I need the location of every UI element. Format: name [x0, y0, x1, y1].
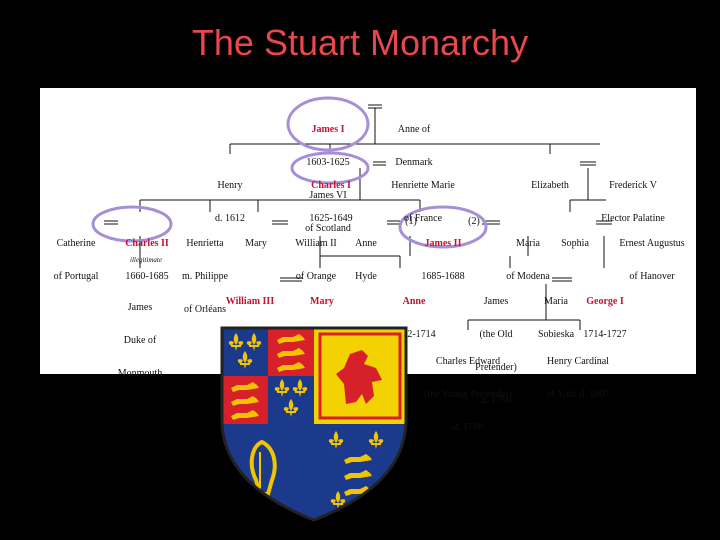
slide-title: The Stuart Monarchy — [191, 22, 529, 63]
marriage-marker-2: (2) — [468, 216, 480, 227]
node-elizabeth: Elizabeth — [531, 180, 569, 191]
node-queen-anne: Anne 1702-1714 — [392, 296, 436, 340]
node-henriette-marie: Henriette Marie of France — [391, 180, 455, 224]
node-charles-i: Charles I 1625-1649 — [309, 180, 353, 224]
node-henry: Henry d. 1612 — [215, 180, 245, 224]
node-ernest-augustus: Ernest Augustus of Hanover — [619, 238, 685, 282]
node-young-pretender: Charles Edward (the Young Pretender) d. … — [423, 356, 513, 433]
node-anne-hyde: Anne Hyde — [355, 238, 377, 282]
node-mary-of-orange: Mary — [245, 238, 267, 249]
tree-connector-lines — [91, 96, 612, 330]
node-charles-ii: Charles II 1660-1685 — [125, 238, 169, 282]
node-duke-of-monmouth: James Duke of Monmouth — [117, 302, 163, 379]
node-james-ii: James II 1685-1688 — [421, 238, 465, 282]
node-anne-of-denmark: Anne of Denmark — [395, 124, 433, 168]
node-sophia: Sophia — [561, 238, 589, 249]
node-william-ii: William II of Orange — [295, 238, 337, 282]
marriage-marker-1: (1) — [405, 216, 417, 227]
node-maria-of-modena: Maria of Modena — [506, 238, 550, 282]
illegitimate-label: illegitimate — [130, 256, 162, 264]
node-catherine: Catherine of Portugal — [53, 238, 99, 282]
node-maria-sobieska: Maria Sobieska — [537, 296, 575, 340]
royal-coat-of-arms — [220, 326, 408, 522]
node-george-i: George I 1714-1727 — [583, 296, 627, 340]
quarter-ireland — [222, 424, 314, 520]
node-james-i: James I 1603-1625 James VI of Scotland — [305, 124, 351, 234]
node-old-pretender: James (the Old Pretender) d. 1766 — [475, 296, 517, 406]
node-henry-cardinal: Henry Cardinal of York d. 1807 — [546, 356, 610, 400]
node-frederick-v: Frederick V Elector Palatine — [601, 180, 665, 224]
family-tree-panel: James I 1603-1625 James VI of Scotland A… — [40, 88, 696, 433]
node-henrietta: Henrietta m. Philippe of Orléans — [181, 238, 229, 315]
